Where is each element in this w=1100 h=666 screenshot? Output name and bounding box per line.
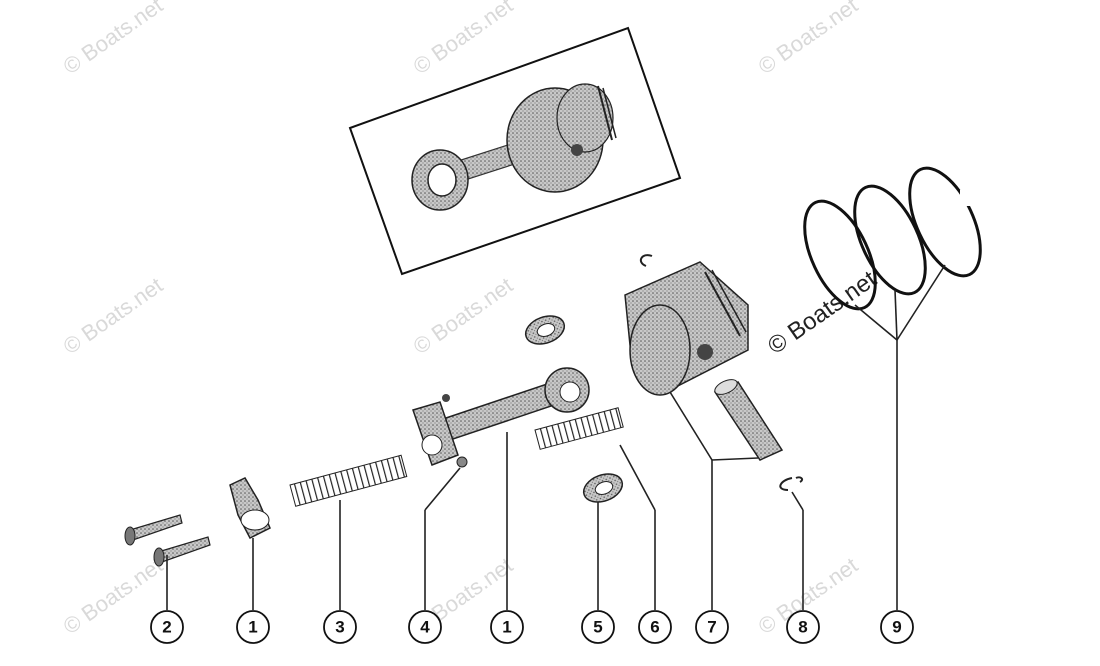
inset-assembly-view	[348, 26, 682, 276]
connecting-rod	[412, 367, 590, 468]
callout-label: 1	[502, 618, 511, 637]
callout-1-rod-cap: 1	[236, 610, 270, 644]
needle-bearing-3	[289, 454, 408, 507]
bearing-washer-top	[524, 315, 566, 345]
piston-pin	[713, 379, 784, 461]
callout-9: 9	[880, 610, 914, 644]
retaining-clip	[779, 476, 804, 491]
callout-2: 2	[150, 610, 184, 644]
callout-label: 5	[593, 618, 602, 637]
bearing-washer-bottom	[582, 473, 624, 503]
clip-top	[639, 254, 653, 267]
watermark-text: © Boats.net	[59, 272, 168, 359]
callout-label: 4	[420, 618, 430, 637]
callout-label: 2	[162, 618, 171, 637]
piston-rings	[803, 166, 982, 311]
watermark-text: © Boats.net	[59, 0, 168, 79]
rod-cap	[229, 477, 271, 540]
callout-4: 4	[408, 610, 442, 644]
callout-5: 5	[581, 610, 615, 644]
callout-1-rod: 1	[490, 610, 524, 644]
needle-bearing-6	[534, 407, 624, 450]
callout-label: 8	[798, 618, 807, 637]
watermark-text: © Boats.net	[409, 0, 518, 79]
callout-label: 1	[248, 618, 257, 637]
callout-label: 6	[650, 618, 659, 637]
callout-label: 9	[892, 618, 901, 637]
leader-lines	[166, 264, 946, 610]
callout-6: 6	[638, 610, 672, 644]
callout-label: 3	[335, 618, 344, 637]
callout-8: 8	[786, 610, 820, 644]
callout-7: 7	[695, 610, 729, 644]
callout-3: 3	[323, 610, 357, 644]
watermark-text: © Boats.net	[409, 272, 518, 359]
cap-screws	[124, 514, 211, 567]
piston	[624, 261, 749, 396]
watermark-text: © Boats.net	[754, 0, 863, 79]
callout-label: 7	[707, 618, 716, 637]
